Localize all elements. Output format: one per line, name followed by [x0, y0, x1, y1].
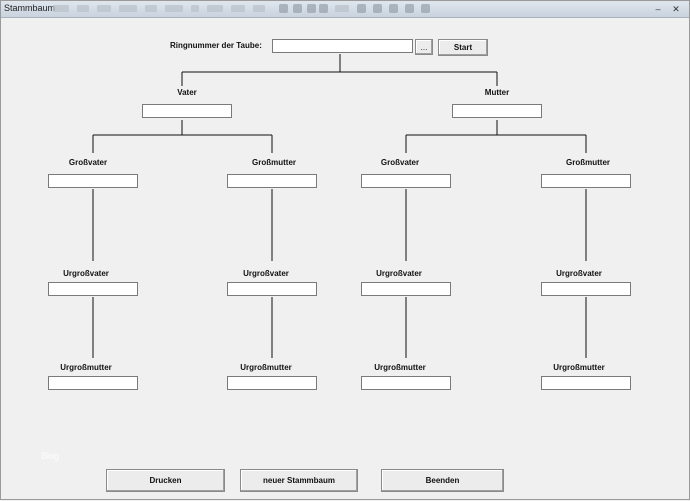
father-label: Vater	[177, 88, 197, 97]
great-grandfather-field-4[interactable]	[541, 282, 631, 296]
great-grandfather-label-4: Urgroßvater	[556, 269, 602, 278]
great-grandfather-field-2[interactable]	[227, 282, 317, 296]
close-icon[interactable]: ✕	[672, 4, 680, 14]
maternal-grandfather-label: Großvater	[380, 158, 420, 167]
father-field[interactable]	[142, 104, 232, 118]
great-grandmother-field-3[interactable]	[361, 376, 451, 390]
mother-field[interactable]	[452, 104, 542, 118]
great-grandfather-label-1: Urgroßvater	[63, 269, 109, 278]
paternal-grandmother-field[interactable]	[227, 174, 317, 188]
title-bar: Stammbaum – ✕	[1, 1, 689, 18]
maternal-grandfather-field[interactable]	[361, 174, 451, 188]
print-button[interactable]: Drucken	[106, 469, 225, 492]
great-grandmother-label-2: Urgroßmutter	[240, 363, 292, 372]
ring-number-label: Ringnummer der Taube:	[170, 41, 262, 50]
exit-button[interactable]: Beenden	[381, 469, 504, 492]
paternal-grandfather-field[interactable]	[48, 174, 138, 188]
great-grandmother-label-4: Urgroßmutter	[553, 363, 605, 372]
great-grandfather-field-1[interactable]	[48, 282, 138, 296]
mother-label: Mutter	[484, 88, 510, 97]
great-grandmother-field-4[interactable]	[541, 376, 631, 390]
paternal-grandmother-label: Großmutter	[252, 158, 296, 167]
great-grandfather-field-3[interactable]	[361, 282, 451, 296]
great-grandfather-label-3: Urgroßvater	[376, 269, 422, 278]
maternal-grandmother-field[interactable]	[541, 174, 631, 188]
maternal-grandmother-label: Großmutter	[566, 158, 610, 167]
great-grandmother-field-1[interactable]	[48, 376, 138, 390]
browse-button[interactable]: ...	[415, 39, 433, 55]
start-button[interactable]: Start	[438, 39, 488, 56]
great-grandfather-label-2: Urgroßvater	[243, 269, 289, 278]
new-pedigree-button[interactable]: neuer Stammbaum	[240, 469, 358, 492]
minimize-icon[interactable]: –	[655, 4, 661, 14]
great-grandmother-label-3: Urgroßmutter	[374, 363, 426, 372]
great-grandmother-label-1: Urgroßmutter	[60, 363, 112, 372]
ring-number-input[interactable]	[272, 39, 413, 53]
paternal-grandfather-label: Großvater	[68, 158, 108, 167]
great-grandmother-field-2[interactable]	[227, 376, 317, 390]
window-title: Stammbaum	[4, 3, 56, 13]
watermark: Blog	[41, 451, 60, 461]
